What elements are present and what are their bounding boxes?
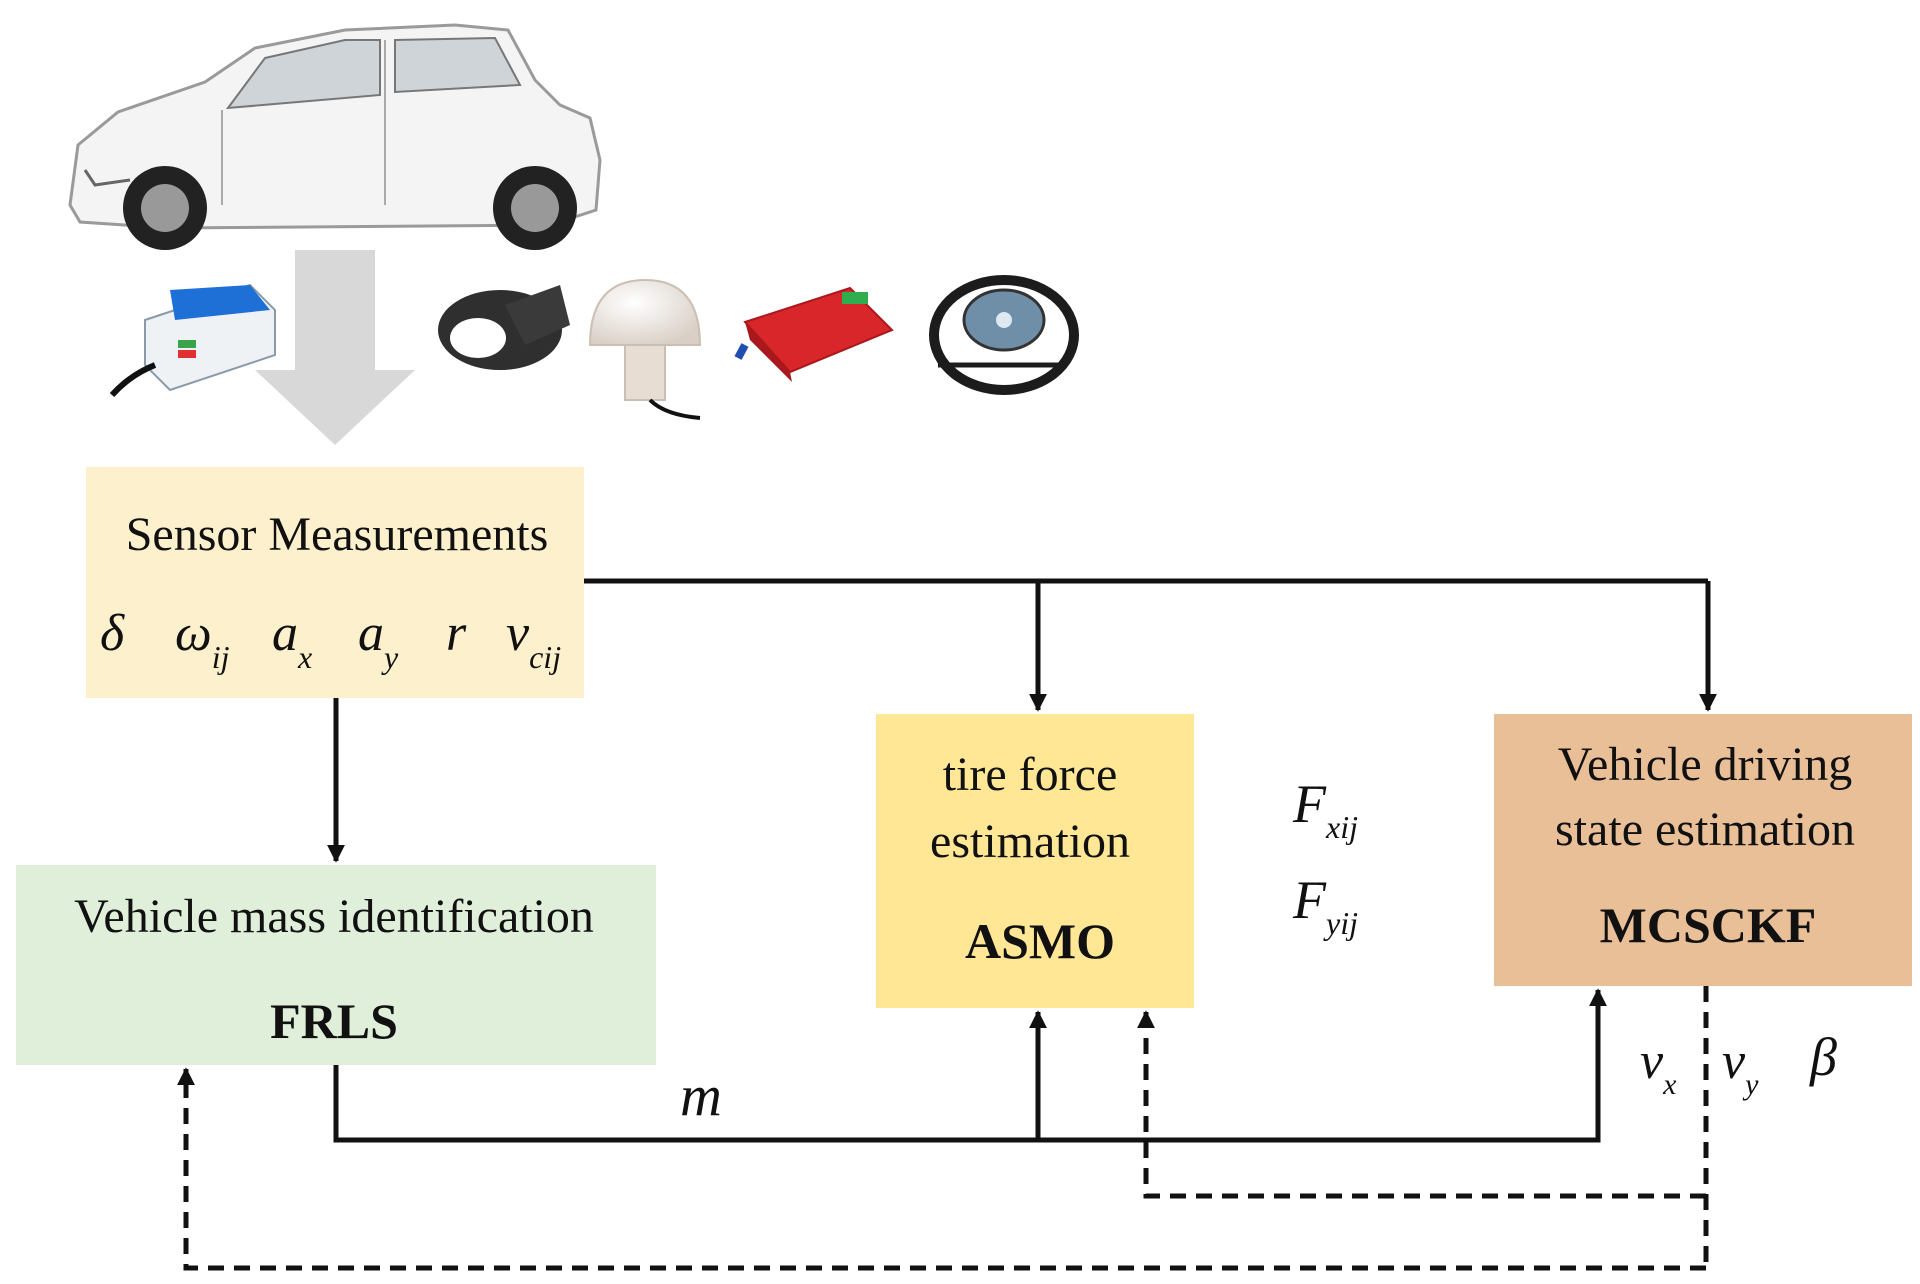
solid-connectors: [327, 578, 1717, 1143]
mass-output-label: m: [680, 1063, 722, 1128]
arrow-mass-to-state: [333, 988, 1607, 1143]
gps-antenna-icon: [588, 278, 702, 420]
car-window-front: [225, 39, 381, 110]
dashed-feedback-connectors: [177, 986, 1709, 1271]
sensor-measurements-box: [86, 467, 584, 698]
sensor-symbol-r: r: [446, 605, 467, 662]
steering-angle-sensor-icon: [438, 285, 570, 370]
can-analyzer-icon: [734, 286, 894, 382]
sensor-symbol-delta: δ: [100, 605, 125, 662]
car-window-rear: [394, 36, 522, 94]
sensor-symbols: δ ωij ax ay r vcij: [100, 605, 561, 675]
state-title-line2: state estimation: [1555, 803, 1855, 856]
sensor-title: Sensor Measurements: [126, 508, 549, 561]
state-output-beta: β: [1809, 1027, 1837, 1087]
sensor-symbol-ay: ay: [358, 605, 399, 675]
car-icon: [68, 23, 602, 250]
state-output-vx: vx: [1640, 1033, 1677, 1101]
force-label-fx: Fxij: [1292, 774, 1358, 845]
sensor-symbol-ax: ax: [272, 605, 312, 675]
imu-sensor-icon: [109, 283, 276, 398]
tire-title-line1: tire force: [943, 748, 1118, 801]
sensor-symbol-vcij: vcij: [506, 605, 561, 675]
arrow-state-to-tire-feedback: [1137, 1010, 1706, 1199]
tire-force-box: [876, 714, 1194, 1008]
mass-method: FRLS: [270, 993, 398, 1049]
downward-flow-arrow: [255, 250, 415, 445]
arrow-state-to-mass-feedback: [177, 1067, 1706, 1271]
mass-identification-box: [16, 865, 656, 1065]
state-method: MCSCKF: [1600, 897, 1817, 953]
mass-title: Vehicle mass identification: [74, 890, 594, 943]
sensor-symbol-omega: ωij: [175, 605, 230, 675]
state-output-vy: vy: [1722, 1033, 1759, 1101]
tire-title-line2: estimation: [930, 815, 1130, 868]
state-estimation-box: [1494, 714, 1912, 986]
tire-method: ASMO: [965, 913, 1115, 969]
force-label-fy: Fyij: [1292, 870, 1358, 941]
state-title-line1: Vehicle driving: [1558, 738, 1853, 791]
steering-wheel-sensor-icon: [929, 275, 1079, 395]
